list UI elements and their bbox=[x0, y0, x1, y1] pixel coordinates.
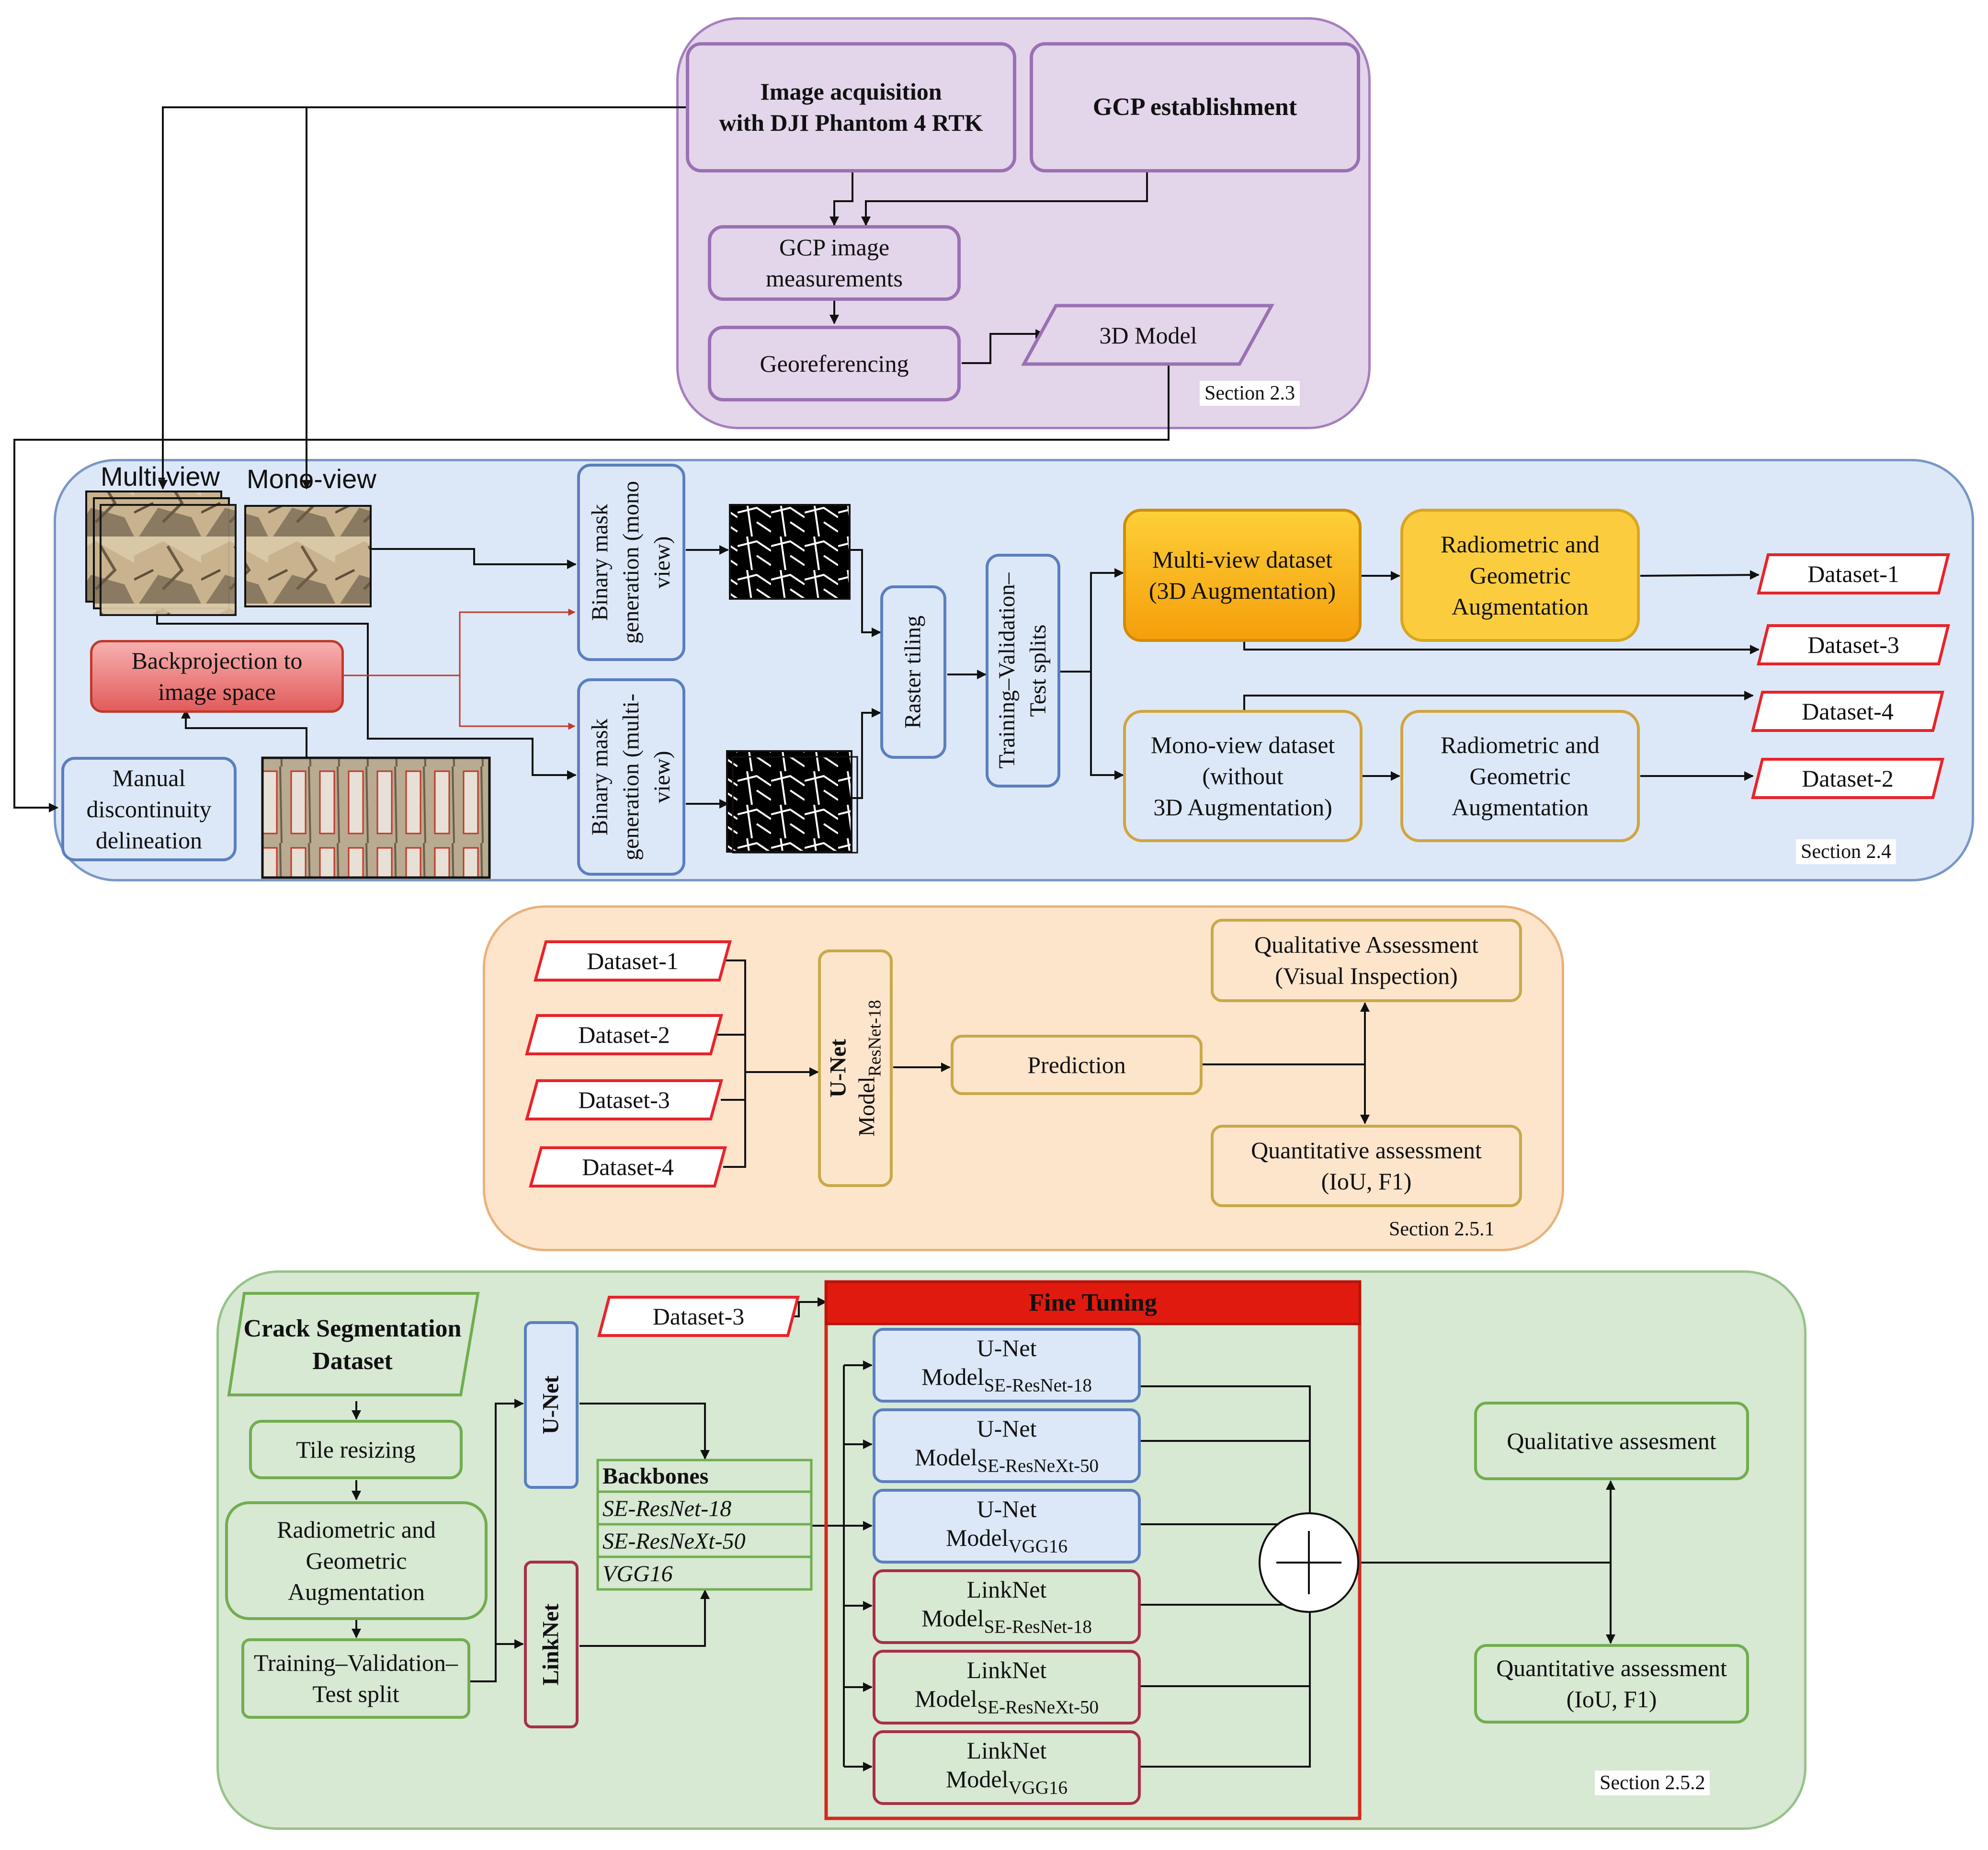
connector bbox=[13, 364, 1170, 812]
fine-tuning-header bbox=[825, 1280, 1361, 1325]
connector bbox=[1090, 672, 1124, 780]
dataset-3-shape bbox=[597, 1296, 800, 1337]
dataset-4-shape bbox=[1751, 691, 1944, 732]
qualitative-assessment-box: Qualitative assesment bbox=[1474, 1402, 1749, 1480]
qualitative-assessment-box: Qualitative Assessment (Visual Inspectio… bbox=[1211, 919, 1522, 1002]
section-2-5-2-label: Section 2.5.2 bbox=[1595, 1770, 1710, 1795]
backbone-se-resnext-50: SE-ResNeXt-50 bbox=[602, 1529, 746, 1554]
dataset-3-label: Dataset-3 bbox=[1807, 631, 1899, 658]
dataset-2-shape bbox=[1751, 758, 1944, 799]
radiometric-geometric-box-1: Radiometric and Geometric Augmentation bbox=[1400, 509, 1640, 642]
multi-view-thumbnails bbox=[85, 491, 237, 616]
connector bbox=[579, 1589, 710, 1647]
connector bbox=[850, 549, 881, 637]
unet-box: U-Net bbox=[524, 1321, 579, 1489]
connector bbox=[1243, 691, 1754, 710]
backbone-se-resnet-18: SE-ResNet-18 bbox=[602, 1496, 732, 1521]
dataset-1-shape bbox=[534, 940, 732, 982]
dataset-3-label: Dataset-3 bbox=[578, 1086, 670, 1113]
multi-view-dataset-box: Multi-view dataset (3D Augmentation) bbox=[1123, 509, 1362, 642]
manual-delineation-box: Manual discontinuity delineation bbox=[61, 757, 237, 861]
model-label: ModelResNet-18 bbox=[854, 1000, 885, 1137]
connector bbox=[158, 106, 686, 490]
dataset-1-label: Dataset-1 bbox=[587, 947, 679, 974]
gcp-establishment-box: GCP establishment bbox=[1030, 42, 1360, 172]
linknet-box: LinkNet bbox=[524, 1561, 579, 1728]
3d-model-label: 3D Model bbox=[1099, 321, 1197, 349]
mono-mask-thumbnail bbox=[729, 504, 851, 600]
raster-tiling-box: Raster tiling bbox=[880, 585, 946, 759]
fine-tuning-title: Fine Tuning bbox=[1029, 1289, 1157, 1317]
dataset-4-shape bbox=[529, 1146, 727, 1188]
connector bbox=[850, 708, 881, 799]
backprojection-box: Backprojection to image space bbox=[90, 640, 344, 713]
unet-label: U-Net bbox=[825, 1039, 851, 1098]
radiometric-geometric-box-2: Radiometric and Geometric Augmentation bbox=[1400, 710, 1640, 842]
dataset-2-shape bbox=[525, 1014, 723, 1055]
backbone-vgg16: VGG16 bbox=[602, 1561, 673, 1587]
backbones-title: Backbones bbox=[602, 1463, 709, 1489]
delineation-thumbnail bbox=[261, 756, 491, 879]
dataset-2-label: Dataset-2 bbox=[1802, 765, 1894, 792]
multi-mask-thumbnail bbox=[726, 750, 852, 853]
dataset-3-shape bbox=[1757, 624, 1950, 665]
tile-resizing-box: Tile resizing bbox=[249, 1420, 463, 1479]
connector bbox=[1243, 642, 1760, 654]
unet-resnet18-box: U-Net ModelResNet-18 bbox=[818, 949, 893, 1187]
prediction-box: Prediction bbox=[951, 1035, 1203, 1095]
connector bbox=[579, 1403, 710, 1460]
splits-box: Training–Validation– Test splits bbox=[986, 554, 1060, 788]
connector bbox=[371, 548, 577, 569]
multi-view-label: Multi-view bbox=[101, 461, 220, 491]
dataset-3-shape bbox=[525, 1079, 723, 1120]
backprojection-connector bbox=[344, 608, 576, 676]
quantitative-assessment-box: Quantitative assessment (IoU, F1) bbox=[1211, 1125, 1522, 1207]
gcp-image-measurements-box: GCP image measurements bbox=[708, 225, 961, 301]
crack-dataset-shape bbox=[227, 1292, 480, 1396]
radiometric-geometric-box: Radiometric and Geometric Augmentation bbox=[225, 1501, 488, 1620]
connector bbox=[470, 1399, 524, 1682]
image-acquisition-box: Image acquisition with DJI Phantom 4 RTK bbox=[686, 42, 1016, 172]
dataset-4-label: Dataset-4 bbox=[1802, 697, 1894, 725]
binary-mask-mono-box: Binary mask generation (mono view) bbox=[577, 464, 685, 661]
section-2-3-label: Section 2.3 bbox=[1200, 381, 1300, 406]
crack-dataset-label: Crack Segmentation Dataset bbox=[243, 1315, 462, 1375]
mono-view-thumbnail bbox=[244, 505, 372, 607]
connector bbox=[1059, 568, 1124, 673]
dataset-1-label: Dataset-1 bbox=[1807, 560, 1899, 587]
3d-model-shape bbox=[1021, 304, 1274, 366]
backbones-table bbox=[596, 1459, 813, 1591]
section-2-4-label: Section 2.4 bbox=[1796, 839, 1896, 864]
dataset-1-shape bbox=[1757, 553, 1950, 594]
binary-mask-multi-box: Binary mask generation (multi- view) bbox=[577, 678, 685, 876]
dataset-3-label: Dataset-3 bbox=[652, 1302, 745, 1330]
connector bbox=[181, 709, 307, 758]
split-box: Training–Validation– Test split bbox=[241, 1638, 470, 1719]
backprojection-connector bbox=[459, 675, 576, 730]
section-2-5-1-label: Section 2.5.1 bbox=[1389, 1218, 1495, 1240]
connector bbox=[156, 606, 577, 780]
dataset-4-label: Dataset-4 bbox=[582, 1153, 674, 1180]
mono-view-dataset-box: Mono-view dataset (without 3D Augmentati… bbox=[1123, 710, 1363, 842]
connector bbox=[1640, 570, 1760, 580]
mono-view-label: Mono-view bbox=[247, 464, 376, 494]
connector bbox=[962, 329, 1045, 364]
quantitative-assessment-box: Quantitative assessment (IoU, F1) bbox=[1474, 1644, 1749, 1724]
connector bbox=[861, 172, 1148, 226]
georeferencing-box: Georeferencing bbox=[708, 326, 961, 401]
connector bbox=[829, 172, 853, 226]
dataset-2-label: Dataset-2 bbox=[578, 1021, 670, 1048]
connector bbox=[719, 959, 746, 1168]
